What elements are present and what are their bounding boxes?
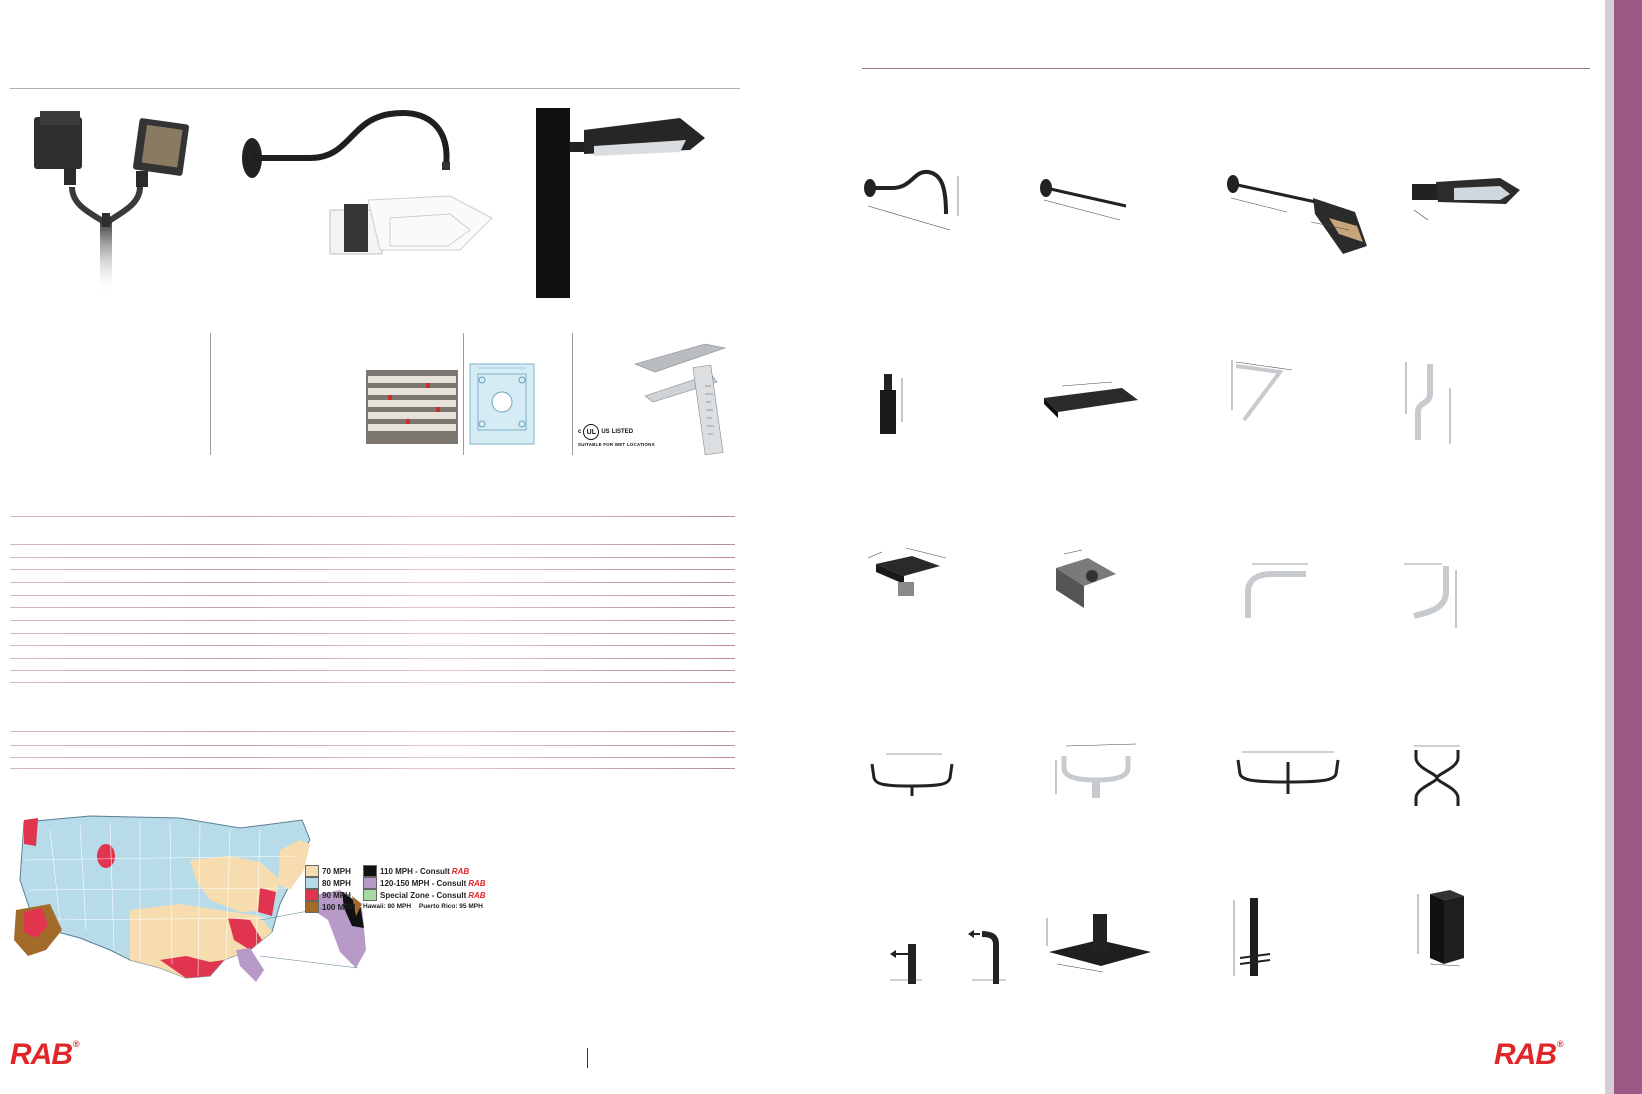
quad-bullhorn-icon	[1414, 745, 1460, 806]
spec-rule	[10, 670, 735, 671]
legend-swatch	[363, 877, 377, 889]
ul-listed-mark: c UL US LISTED	[578, 424, 633, 440]
legend-brand: RAB	[468, 878, 486, 888]
spec-rule	[10, 620, 735, 621]
wall-arm-fixture-icon	[1227, 175, 1367, 254]
feature-separator-3	[572, 333, 573, 455]
spec-rule	[10, 658, 735, 659]
square-pole-base-icon	[1417, 890, 1464, 967]
legend-item: 80 MPH	[305, 877, 355, 889]
spec-rule	[10, 633, 735, 634]
twin-bullhorn-silver-icon	[1055, 743, 1137, 798]
feature-separator-2	[463, 333, 464, 455]
mounting-bar-icon	[1044, 381, 1138, 418]
legend-swatch	[305, 865, 319, 877]
base-plate-pole-icon	[1046, 914, 1151, 973]
legend-brand: RAB	[468, 890, 486, 900]
twin-floodlight-icon	[34, 111, 189, 295]
footer-separator	[587, 1048, 588, 1068]
wind-zone-map	[14, 815, 366, 982]
spec-rule	[10, 607, 735, 608]
legend-item: 100 MPH	[305, 901, 355, 913]
area-light-accessory-icon	[1412, 178, 1520, 221]
spec-rule	[10, 731, 735, 732]
curved-tenon-icon	[968, 930, 1006, 984]
spec-rule	[10, 582, 735, 583]
legend-item: 70 MPH	[305, 865, 355, 877]
top-rule-right	[862, 68, 1590, 69]
ul-logo-icon: UL	[583, 424, 600, 440]
top-rule-left	[10, 88, 740, 89]
triple-bullhorn-icon	[1236, 751, 1340, 794]
tenon-adapter-icon	[880, 374, 903, 434]
feature-separator-1	[210, 333, 211, 455]
gooseneck-arm-accessory-icon	[864, 169, 959, 231]
spec-rule	[10, 557, 735, 558]
spec-rule	[10, 645, 735, 646]
straight-arm-accessory-icon	[1040, 179, 1127, 221]
rab-logo-text: RAB	[1494, 1038, 1557, 1071]
rab-logo-left: RAB®	[10, 1038, 80, 1071]
registered-mark: ®	[73, 1039, 80, 1049]
note-puerto-rico: Puerto Rico: 95 MPH	[418, 903, 483, 910]
rab-logo-text: RAB	[10, 1038, 73, 1071]
twin-bullhorn-icon	[870, 753, 954, 796]
round-pole-icon	[1233, 898, 1271, 976]
legend-swatch	[305, 901, 319, 913]
legend-item: 90 MPH	[305, 889, 355, 901]
base-plate-template	[469, 363, 535, 445]
ul-mark-ul: UL	[586, 428, 597, 436]
legend-note: Hawaii: 80 MPH Puerto Rico: 95 MPH	[363, 903, 486, 910]
spec-rule	[10, 595, 735, 596]
spec-rule	[10, 745, 735, 746]
legend-label: 80 MPH	[322, 878, 351, 888]
side-color-strip	[1605, 0, 1642, 1094]
pole-top-tenon-icon	[890, 944, 922, 984]
hook-arm-icon	[1404, 563, 1457, 628]
legend-swatch	[305, 877, 319, 889]
offset-arm-icon	[1405, 362, 1451, 444]
angled-bracket-icon	[1231, 360, 1293, 422]
legend-swatch	[363, 865, 377, 877]
registered-mark: ®	[1557, 1039, 1564, 1049]
curved-arm-icon	[1245, 563, 1308, 618]
wall-mount-bracket-icon	[1056, 549, 1116, 608]
spec-rule	[10, 682, 735, 683]
legend-swatch	[305, 889, 319, 901]
square-pole-adapter-icon	[867, 547, 947, 596]
caliper-icon	[634, 343, 727, 456]
spec-rule	[10, 757, 735, 758]
ul-listed-label: LISTED	[611, 429, 634, 435]
legend-label: 110 MPH - Consult	[380, 866, 450, 876]
wind-legend-left: 70 MPH 80 MPH 90 MPH 100 MPH	[305, 865, 355, 913]
legend-label: 100 MPH	[322, 902, 356, 912]
ul-mark-c: c	[578, 429, 582, 435]
spec-rule	[10, 544, 735, 545]
legend-brand: RAB	[451, 866, 470, 876]
ul-mark-us: US	[601, 429, 610, 435]
spec-rule	[10, 768, 735, 769]
spec-rule	[10, 516, 735, 517]
spec-rule	[10, 569, 735, 570]
wet-location-label: SUITABLE FOR WET LOCATIONS	[578, 442, 655, 447]
legend-label: 90 MPH	[322, 890, 351, 900]
stacked-poles-photo	[366, 370, 458, 444]
rab-logo-right: RAB®	[1494, 1038, 1564, 1071]
legend-label: 70 MPH	[322, 866, 351, 876]
note-hawaii: Hawaii: 80 MPH	[363, 903, 412, 910]
legend-label: Special Zone - Consult	[380, 890, 467, 900]
pole-area-light-icon	[536, 108, 705, 298]
gooseneck-arm-icon	[242, 110, 493, 255]
legend-swatch	[363, 889, 377, 901]
legend-label: 120-150 MPH - Consult	[380, 878, 467, 888]
